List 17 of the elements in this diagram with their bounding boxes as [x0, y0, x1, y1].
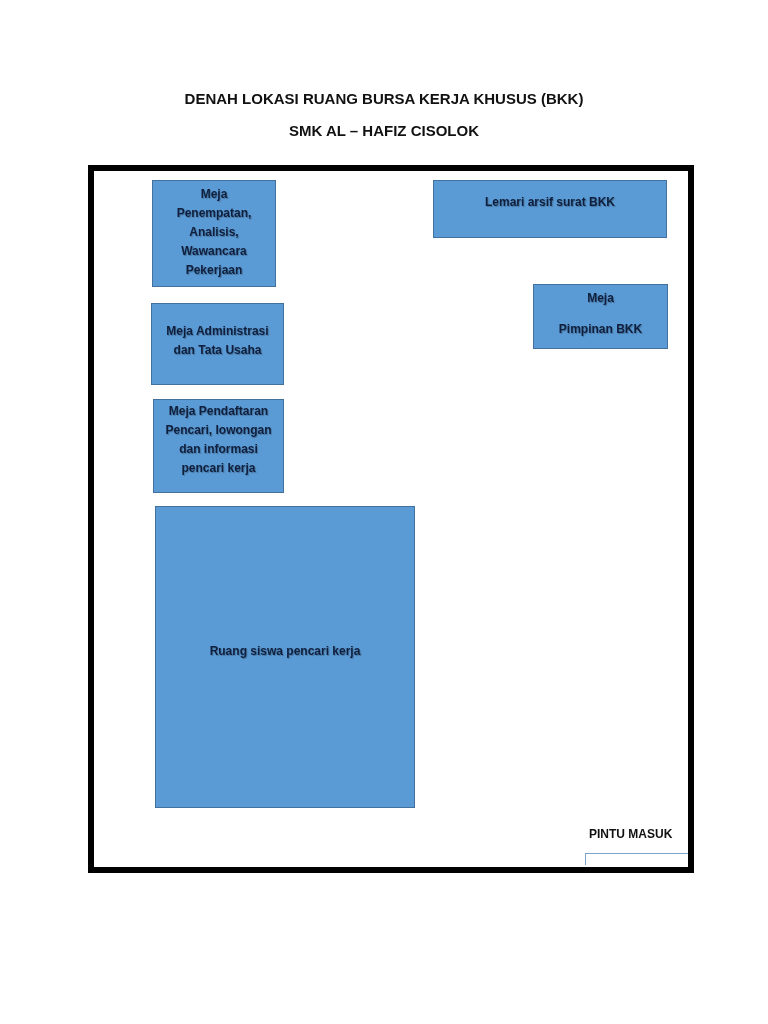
desk-label: Lemari arsif surat BKK — [484, 194, 615, 211]
subtitle: SMK AL – HAFIZ CISOLOK — [289, 122, 479, 139]
desk-label: Meja Penempatan, Analisis, Wawancara Pekerjaan — [175, 186, 253, 279]
desk — [151, 303, 284, 385]
desk — [533, 284, 668, 349]
desk-label: Ruang siswa pencari kerja — [209, 643, 361, 660]
desk — [153, 399, 284, 493]
desk-label: Meja Administrasi dan Tata Usaha — [165, 323, 270, 359]
plan-title: DENAH LOKASI RUANG BURSA KERJA KHUSUS (BKK) — [184, 90, 584, 107]
door-label: PINTU MASUK — [589, 826, 673, 843]
desk-label: Meja — [587, 290, 614, 307]
room-wall — [88, 165, 694, 873]
desk-label: Meja Pendaftaran Pencari, lowongan dan informasi pencari kerja — [164, 403, 273, 477]
desk-label: Pimpinan BKK — [558, 321, 643, 338]
desk — [152, 180, 276, 287]
student-area — [155, 506, 415, 808]
filing-cabinet — [433, 180, 667, 238]
